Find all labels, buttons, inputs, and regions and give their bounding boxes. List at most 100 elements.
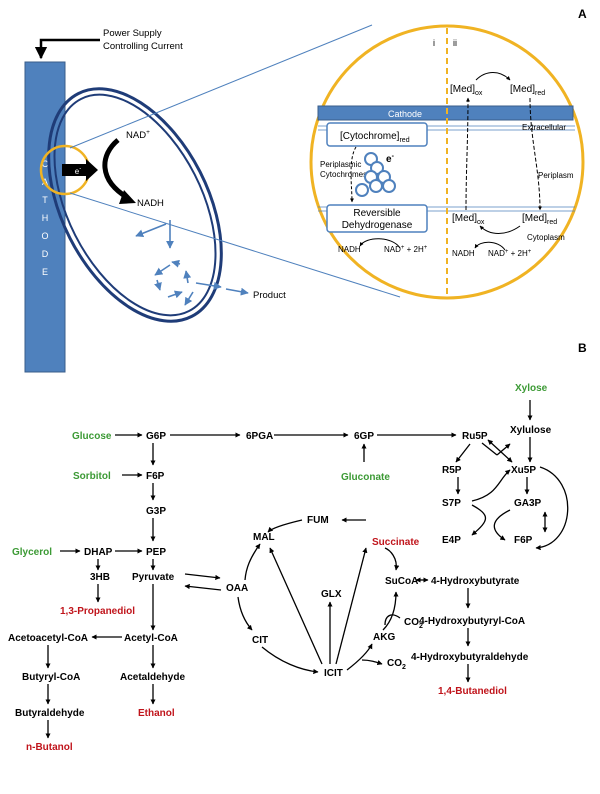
metabolite-acetoacetyl-coa: Acetoacetyl-CoA bbox=[8, 633, 88, 644]
cell-inner-membrane bbox=[53, 93, 217, 317]
metabolite-4-hydroxybutyraldehyde: 4-Hydroxybutyraldehyde bbox=[411, 652, 529, 663]
cathode-letter: O bbox=[41, 231, 48, 241]
cathode-letter: H bbox=[42, 213, 49, 223]
substrate-glucose: Glucose bbox=[72, 431, 112, 442]
pathway-labels: Glucose Sorbitol Glycerol Gluconate Xylo… bbox=[8, 383, 552, 753]
electron-transfer-arrow bbox=[62, 159, 98, 181]
metabolite-cit: CIT bbox=[252, 635, 268, 646]
med-red-down-arrow bbox=[529, 97, 542, 211]
product-ethanol: Ethanol bbox=[138, 708, 175, 719]
zoom-line-bottom bbox=[69, 192, 401, 298]
metabolite-3hb: 3HB bbox=[90, 572, 110, 583]
metabolite-4-hydroxybutyryl-coa: 4-Hydroxybutyryl-CoA bbox=[419, 616, 525, 627]
metabolite-4-hydroxybutyrate: 4-Hydroxybutyrate bbox=[431, 576, 520, 587]
dehydrogenase-label-2: Dehydrogenase bbox=[342, 220, 413, 231]
nadh-left-label: NADH bbox=[338, 245, 361, 254]
dehydrogenase-label-1: Reversible bbox=[353, 208, 401, 219]
nadh-label: NADH bbox=[137, 198, 164, 209]
cathode-letter: D bbox=[42, 249, 49, 259]
power-supply-label-1: Power Supply bbox=[103, 28, 162, 39]
lane-ii-label: ii bbox=[453, 38, 457, 48]
metabolite-xu5p: Xu5P bbox=[511, 465, 536, 476]
metabolite-akg: AKG bbox=[373, 632, 395, 643]
metabolite-r5p: R5P bbox=[442, 465, 462, 476]
power-supply-label-2: Controlling Current bbox=[103, 41, 183, 52]
cell-outer-membrane bbox=[47, 87, 223, 323]
cathode-letter: E bbox=[42, 267, 48, 277]
metabolite-co2-a: CO2 bbox=[404, 617, 423, 630]
product-label: Product bbox=[253, 290, 286, 301]
dehydrogenase-box bbox=[326, 204, 428, 233]
metabolite-g3p: G3P bbox=[146, 506, 166, 517]
cell-metabolism-arrows bbox=[135, 220, 249, 306]
periplasmic-cytochromes bbox=[355, 152, 396, 197]
electron-path-arrow bbox=[349, 146, 357, 203]
cytochrome-label: [Cytochrome]red bbox=[340, 131, 410, 144]
cytochrome-box bbox=[326, 122, 428, 147]
pathway-arrows bbox=[45, 400, 569, 739]
zoom-cathode-label: Cathode bbox=[388, 109, 422, 119]
nad-reduction-arrowhead bbox=[119, 190, 136, 204]
nad-right-label: NAD+ + 2H+ bbox=[488, 249, 532, 258]
product-succinate: Succinate bbox=[372, 537, 420, 548]
power-supply-arrow bbox=[34, 38, 100, 60]
med-ox-up-arrow bbox=[465, 97, 470, 211]
metabolite-acetaldehyde: Acetaldehyde bbox=[120, 672, 185, 683]
nad-right-arrow bbox=[474, 241, 506, 251]
metabolite-s7p: S7P bbox=[442, 498, 461, 509]
nadh-right-label: NADH bbox=[452, 249, 475, 258]
nad-left-arrow bbox=[359, 238, 401, 249]
substrate-gluconate: Gluconate bbox=[341, 472, 390, 483]
metabolite-fum: FUM bbox=[307, 515, 329, 526]
periplasmic-label-1: Periplasmic bbox=[320, 160, 361, 169]
metabolite-pep: PEP bbox=[146, 547, 166, 558]
med-ox-top-label: [Med]ox bbox=[450, 84, 483, 97]
zoom-electron-label: e- bbox=[386, 153, 395, 165]
electron-label: e- bbox=[75, 166, 81, 176]
lane-i-label: i bbox=[433, 38, 435, 48]
metabolite-co2-b: CO2 bbox=[387, 658, 406, 671]
metabolite-dhap: DHAP bbox=[84, 547, 113, 558]
cytoplasm-label: Cytoplasm bbox=[527, 233, 565, 242]
cathode-letter: C bbox=[42, 159, 49, 169]
metabolite-g6p: G6P bbox=[146, 431, 166, 442]
metabolite-sucoa: SuCoA bbox=[385, 576, 418, 587]
metabolite-mal: MAL bbox=[253, 532, 275, 543]
panel-label-b: B bbox=[578, 341, 587, 355]
periplasmic-label-2: Cytochromes bbox=[320, 170, 367, 179]
metabolite-xylulose: Xylulose bbox=[510, 425, 552, 436]
med-red-bottom-label: [Med]red bbox=[522, 213, 557, 226]
zoom-cathode-strip bbox=[317, 105, 574, 121]
metabolite-e4p: E4P bbox=[442, 535, 461, 546]
substrate-sorbitol: Sorbitol bbox=[73, 471, 111, 482]
product-butanol: n-Butanol bbox=[26, 742, 73, 753]
med-top-conversion-arrow bbox=[475, 72, 511, 81]
metabolite-6gp: 6GP bbox=[354, 431, 374, 442]
metabolite-butyraldehyde: Butyraldehyde bbox=[15, 708, 85, 719]
metabolite-oaa: OAA bbox=[226, 583, 248, 594]
substrate-xylose: Xylose bbox=[515, 383, 548, 394]
metabolite-6pga: 6PGA bbox=[246, 431, 273, 442]
metabolite-pyruvate: Pyruvate bbox=[132, 572, 175, 583]
med-bottom-conversion-arrow bbox=[479, 225, 521, 234]
product-butanediol: 1,4-Butanediol bbox=[438, 686, 507, 697]
med-ox-bottom-label: [Med]ox bbox=[452, 213, 485, 226]
nad-plus-label: NAD+ bbox=[126, 129, 150, 141]
metabolite-ga3p: GA3P bbox=[514, 498, 542, 509]
metabolite-f6p-ppp: F6P bbox=[514, 535, 533, 546]
panel-label-a: A bbox=[578, 7, 587, 21]
zoom-line-top bbox=[69, 24, 373, 149]
substrate-glycerol: Glycerol bbox=[12, 547, 52, 558]
nad-reduction-arrow bbox=[102, 138, 130, 201]
periplasm-label: Periplasm bbox=[538, 171, 574, 180]
metabolite-acetyl-coa: Acetyl-CoA bbox=[124, 633, 178, 644]
metabolite-icit: ICIT bbox=[324, 668, 343, 679]
metabolite-glx: GLX bbox=[321, 589, 342, 600]
product-propanediol: 1,3-Propanediol bbox=[60, 606, 135, 617]
cathode-letter: T bbox=[42, 195, 48, 205]
extracellular-label: Extracellular bbox=[522, 123, 566, 132]
metabolite-f6p: F6P bbox=[146, 471, 165, 482]
nad-left-label: NAD+ + 2H+ bbox=[384, 245, 428, 254]
metabolite-butyryl-coa: Butyryl-CoA bbox=[22, 672, 80, 683]
